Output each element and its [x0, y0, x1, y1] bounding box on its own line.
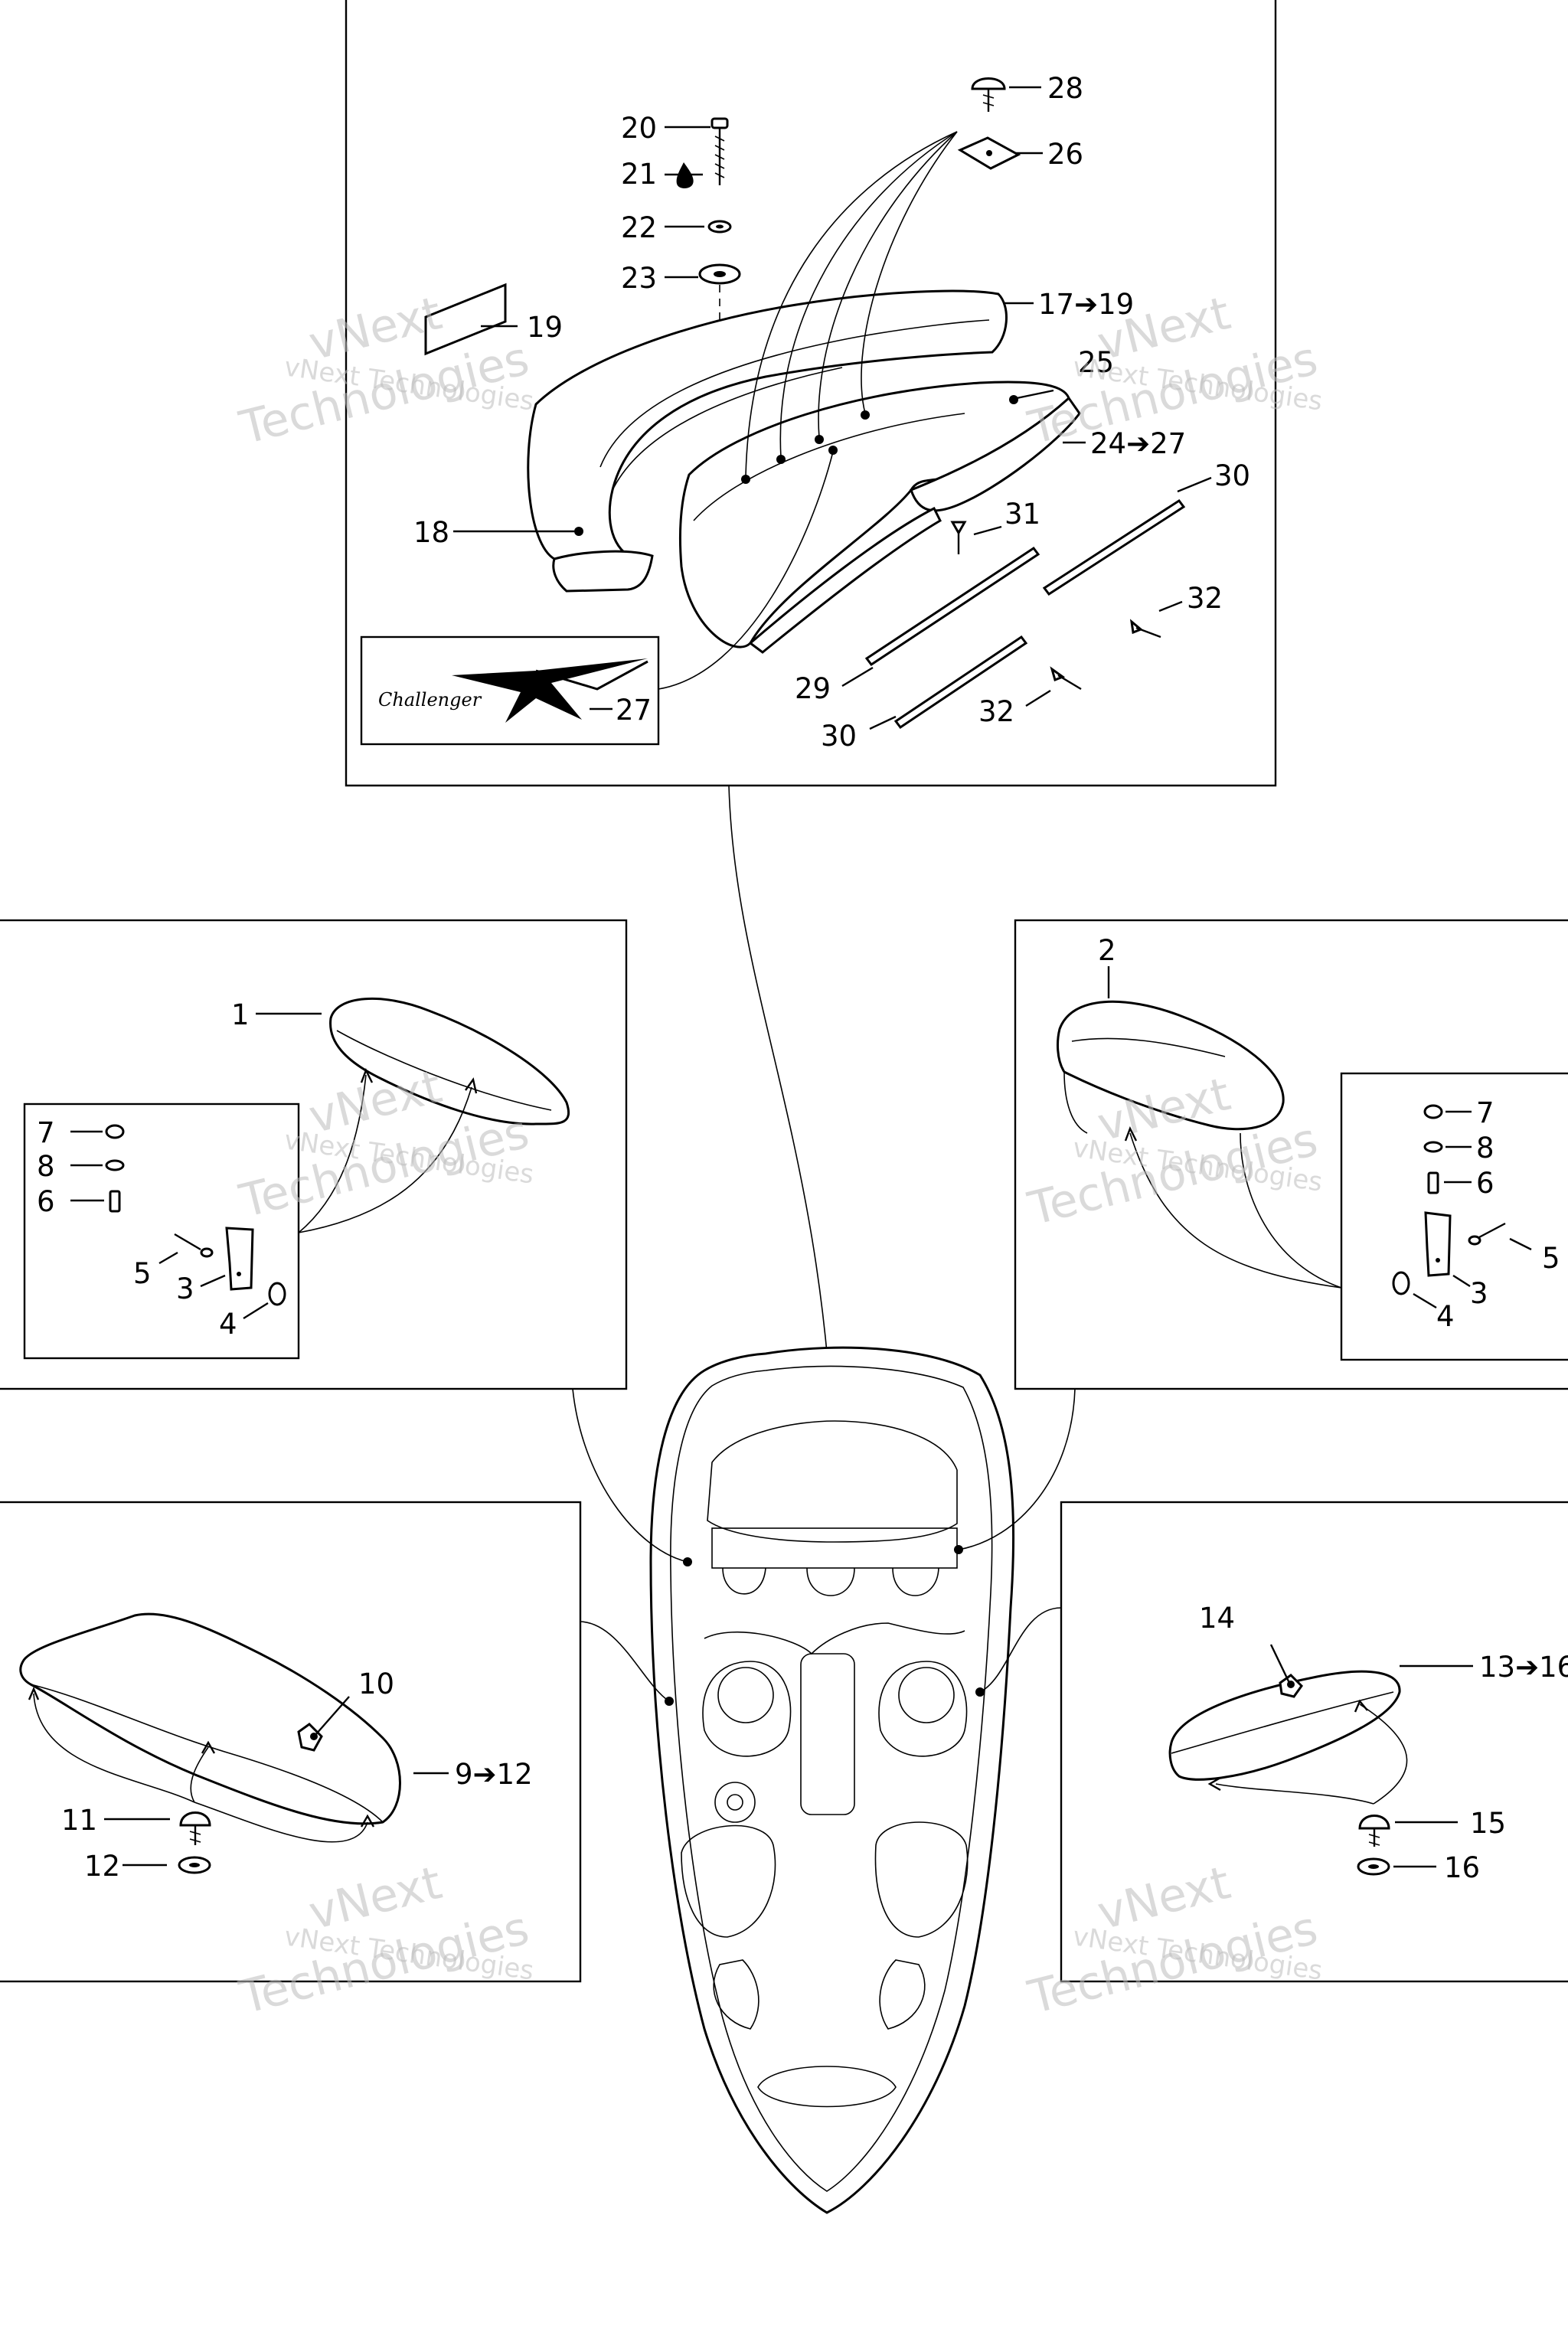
- top-panel: 20 21 22 23 19 18 28: [234, 0, 1325, 787]
- hardware-inset-box: [23, 1102, 300, 1360]
- callout-14: 14: [1199, 1602, 1235, 1635]
- callout-32-right: 32: [1187, 582, 1223, 615]
- callout-10: 10: [358, 1668, 394, 1700]
- push-fastener-part: [179, 1811, 211, 1845]
- callout-26: 26: [1047, 138, 1083, 171]
- stud-part: [1427, 1171, 1439, 1194]
- mid-left-panel: 1 7 8 6 5 3 4 vNext Technologies vNext: [0, 919, 628, 1390]
- callout-13-16: 13➔16: [1479, 1651, 1568, 1684]
- callout-2: 2: [1098, 934, 1116, 967]
- washer-part: [268, 1282, 286, 1306]
- decal-part: [424, 283, 507, 356]
- cushion-part: [1057, 1000, 1285, 1134]
- low-left-panel: 10 9➔12 11 12 vNext Technologies vNext T…: [0, 1501, 582, 2025]
- callout-17-19: 17➔19: [1038, 288, 1134, 321]
- washer-part: [1423, 1141, 1443, 1153]
- washer-part: [105, 1159, 125, 1171]
- callout-30-bottom: 30: [821, 720, 857, 753]
- grommet-part: [1357, 1857, 1390, 1876]
- callout-28: 28: [1047, 72, 1083, 105]
- callout-23: 23: [621, 262, 657, 295]
- callout-31: 31: [1004, 498, 1040, 531]
- grommet-part: [178, 1856, 211, 1874]
- callout-12: 12: [84, 1850, 120, 1883]
- callout-20: 20: [621, 112, 657, 145]
- callout-9-12: 9➔12: [455, 1758, 533, 1791]
- mid-right-panel: 2 7 8 6 5 3 4 vNext Technologies vNext T…: [1014, 919, 1568, 1390]
- callout-18: 18: [413, 516, 449, 549]
- backrest-part: [527, 289, 1008, 593]
- pad-part: [957, 136, 1021, 170]
- callout-4: 4: [1436, 1300, 1455, 1333]
- callout-6: 6: [37, 1185, 55, 1218]
- low-right-panel: 14 13➔16 15 16 vNext Technologies vNext …: [1023, 1501, 1568, 2025]
- callout-29: 29: [795, 672, 831, 705]
- rivet-part: [1468, 1222, 1506, 1246]
- screw-part: [950, 521, 1161, 691]
- callout-5: 5: [1542, 1242, 1560, 1275]
- challenger-logo: Challenger: [378, 658, 648, 723]
- side-cushion-part: [19, 1612, 401, 1825]
- callout-30-top: 30: [1214, 459, 1250, 492]
- push-fastener-part: [1358, 1815, 1390, 1847]
- bolt-part: [710, 117, 729, 185]
- callout-5: 5: [133, 1257, 152, 1290]
- callout-21: 21: [621, 158, 657, 191]
- callout-25: 25: [1078, 346, 1114, 379]
- callout-6: 6: [1476, 1167, 1494, 1200]
- callout-7: 7: [1476, 1096, 1494, 1129]
- flat-washer-part: [707, 220, 732, 234]
- callout-8: 8: [1476, 1132, 1494, 1165]
- logo-decal-box: [360, 635, 660, 746]
- callout-22: 22: [621, 211, 657, 244]
- callout-3: 3: [1470, 1277, 1488, 1310]
- callout-15: 15: [1470, 1807, 1506, 1840]
- bracket-part: [1424, 1211, 1452, 1277]
- callout-11: 11: [61, 1804, 97, 1837]
- bracket-part: [225, 1227, 254, 1291]
- callout-3: 3: [176, 1272, 194, 1305]
- callout-4: 4: [219, 1308, 237, 1341]
- callout-8: 8: [37, 1150, 55, 1183]
- callout-7: 7: [37, 1116, 55, 1149]
- callout-16: 16: [1444, 1851, 1480, 1884]
- rivet-part: [174, 1233, 214, 1258]
- push-rivet-part: [971, 77, 1006, 112]
- callout-24-27: 24➔27: [1090, 427, 1186, 460]
- callout-32-left: 32: [978, 695, 1014, 728]
- washer-part: [1392, 1271, 1410, 1295]
- stud-part: [109, 1190, 121, 1213]
- callout-19: 19: [527, 311, 563, 344]
- cushion-part: [329, 997, 570, 1125]
- callout-27: 27: [616, 694, 652, 727]
- nut-part: [1423, 1104, 1443, 1119]
- nut-part: [105, 1124, 125, 1139]
- callout-1: 1: [231, 998, 250, 1031]
- hardware-inset-box: [1340, 1072, 1568, 1361]
- svg-text:Challenger: Challenger: [378, 689, 482, 710]
- hull-top-view: [649, 1346, 1015, 2214]
- large-washer-part: [698, 263, 741, 285]
- trim-strip-part: [864, 498, 1186, 730]
- seat-base-part: [678, 381, 1081, 654]
